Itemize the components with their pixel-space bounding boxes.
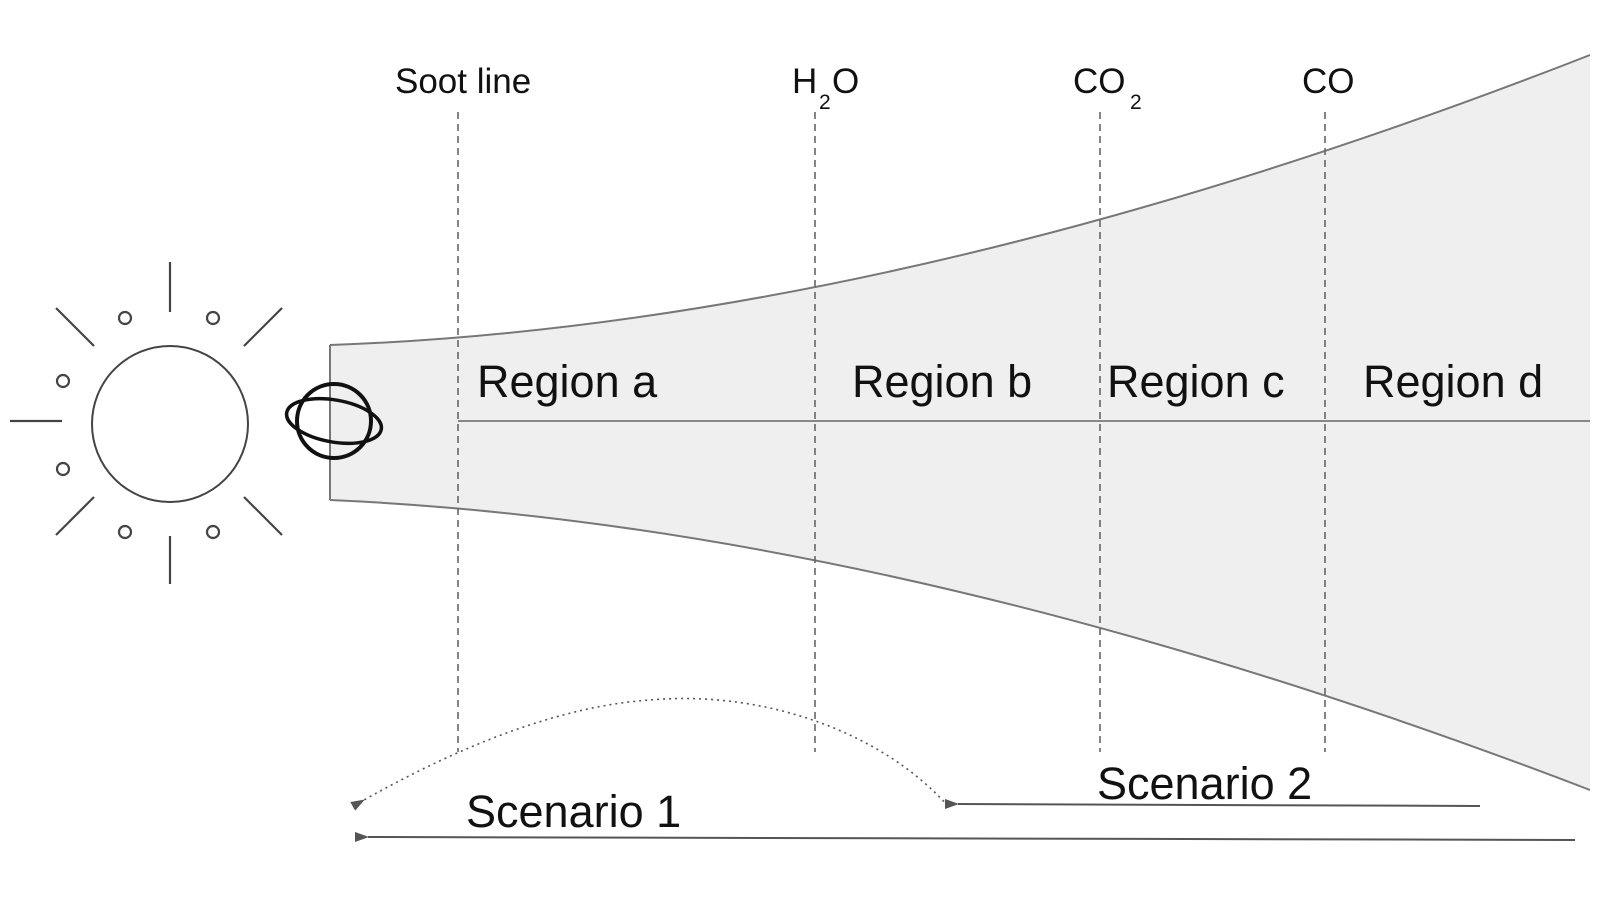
h2o-line-label: H 2 O bbox=[792, 62, 859, 114]
svg-text:2: 2 bbox=[1130, 91, 1142, 114]
scenario-1-arrow bbox=[354, 831, 1576, 842]
disk-lower-edge bbox=[329, 499, 1591, 791]
soot-line-label: Soot line bbox=[395, 62, 531, 101]
region-b-label: Region b bbox=[852, 356, 1032, 407]
svg-text:CO: CO bbox=[1073, 62, 1126, 101]
disk-upper-edge bbox=[329, 54, 1591, 346]
region-d-label: Region d bbox=[1363, 356, 1543, 407]
co-line-label: CO bbox=[1302, 62, 1355, 101]
svg-text:O: O bbox=[832, 62, 859, 101]
scenario-1-label: Scenario 1 bbox=[466, 786, 681, 837]
svg-text:2: 2 bbox=[819, 91, 831, 114]
scenario-2-arrow bbox=[944, 798, 1481, 809]
scenario-2-label: Scenario 2 bbox=[1097, 758, 1312, 809]
disk-shape bbox=[330, 55, 1590, 790]
sun-icon bbox=[10, 262, 283, 584]
ringed-planet-icon bbox=[284, 382, 384, 460]
region-c-label: Region c bbox=[1107, 356, 1285, 407]
scenario-1-dotted-path bbox=[350, 697, 949, 811]
co2-line-label: CO 2 bbox=[1073, 62, 1142, 114]
svg-text:H: H bbox=[792, 62, 817, 101]
region-a-label: Region a bbox=[477, 356, 658, 407]
